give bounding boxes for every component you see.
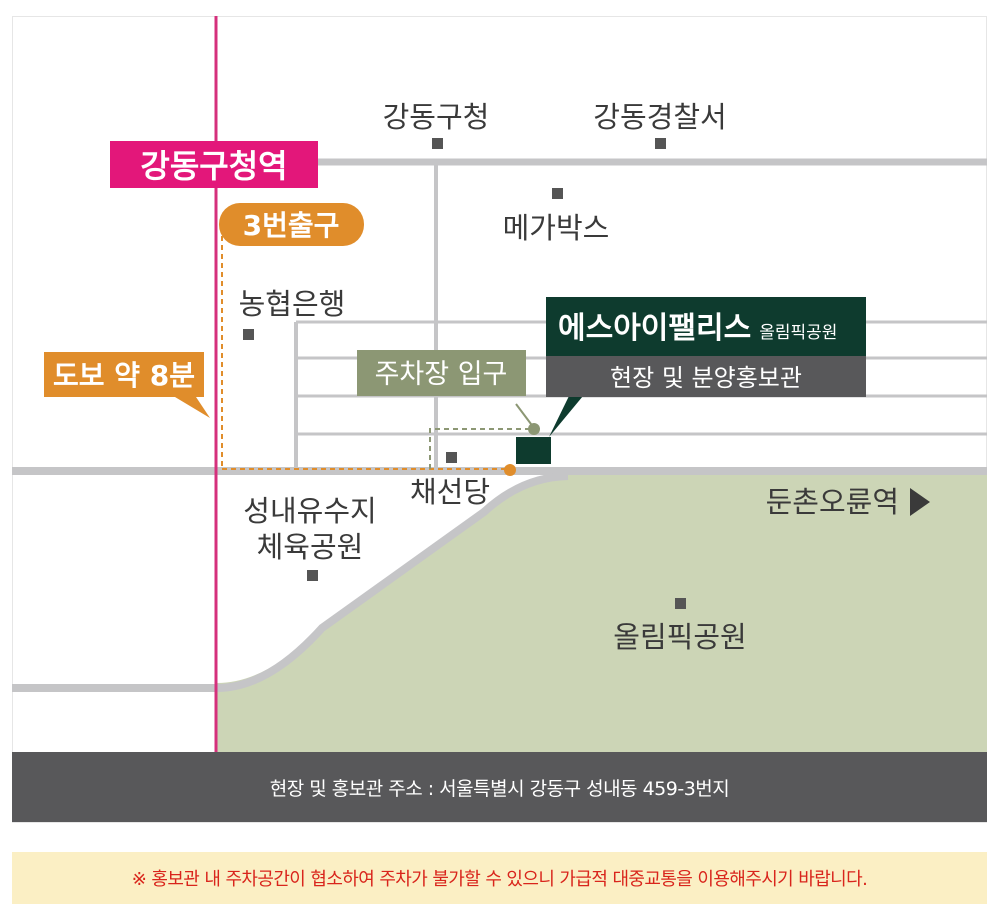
site-callout-top (546, 297, 866, 356)
square-marker-icon (675, 598, 686, 609)
gu-office-label: 강동구청 (383, 100, 490, 134)
exit-label-box (219, 203, 364, 246)
police-label: 강동경찰서 (593, 100, 726, 134)
square-marker-icon (446, 452, 457, 463)
site-name: 에스아이팰리스 (558, 311, 751, 346)
square-marker-icon (552, 188, 563, 199)
parking-notice-bar: ※ 홍보관 내 주차공간이 협소하여 주차가 불가할 수 있으니 가급적 대중교… (12, 852, 987, 904)
landmark-markers (243, 138, 686, 609)
walk-time-label: 도보 약 8분 (53, 359, 195, 392)
site-callout-title: 에스아이팰리스 올림픽공원 (558, 311, 837, 346)
notice-text: ※ 홍보관 내 주차공간이 협소하여 주차가 불가할 수 있으니 가급적 대중교… (131, 869, 868, 890)
olympic-park-area (217, 474, 987, 752)
square-marker-icon (655, 138, 666, 149)
walking-route (221, 236, 510, 470)
chaeseondang-label: 채선당 (410, 475, 490, 509)
parking-route (429, 428, 534, 469)
parking-label-box (357, 350, 526, 396)
station-name: 강동구청역 (140, 147, 287, 185)
site-building-marker (516, 437, 551, 464)
walk-time-box (44, 352, 204, 397)
parking-entrance-dot (528, 423, 540, 435)
walk-time-pointer (175, 397, 210, 418)
seongnae-label-line2: 체육공원 (257, 530, 364, 564)
square-marker-icon (307, 570, 318, 581)
nonghyup-label: 농협은행 (239, 287, 346, 321)
address-bar: 현장 및 홍보관 주소 : 서울특별시 강동구 성내동 459-3번지 (12, 752, 987, 822)
square-marker-icon (243, 329, 254, 340)
megabox-label: 메가박스 (503, 211, 610, 245)
square-marker-icon (432, 138, 443, 149)
site-callout-bottom (546, 356, 866, 397)
dunchon-label: 둔촌오륜역 (766, 485, 899, 519)
address-text: 현장 및 홍보관 주소 : 서울특별시 강동구 성내동 459-3번지 (269, 777, 730, 800)
site-callout-pointer (549, 396, 583, 437)
site-name-sub: 올림픽공원 (759, 323, 837, 343)
triangle-right-icon (910, 488, 930, 516)
olympic-park-label: 올림픽공원 (613, 620, 746, 654)
site-subtitle: 현장 및 분양홍보관 (610, 364, 802, 392)
route-endpoint-dot (504, 464, 516, 476)
exit-label: 3번출구 (243, 209, 340, 242)
station-label-box (110, 141, 318, 188)
seongnae-label-line1: 성내유수지 (243, 494, 376, 528)
parking-label: 주차장 입구 (375, 359, 508, 390)
